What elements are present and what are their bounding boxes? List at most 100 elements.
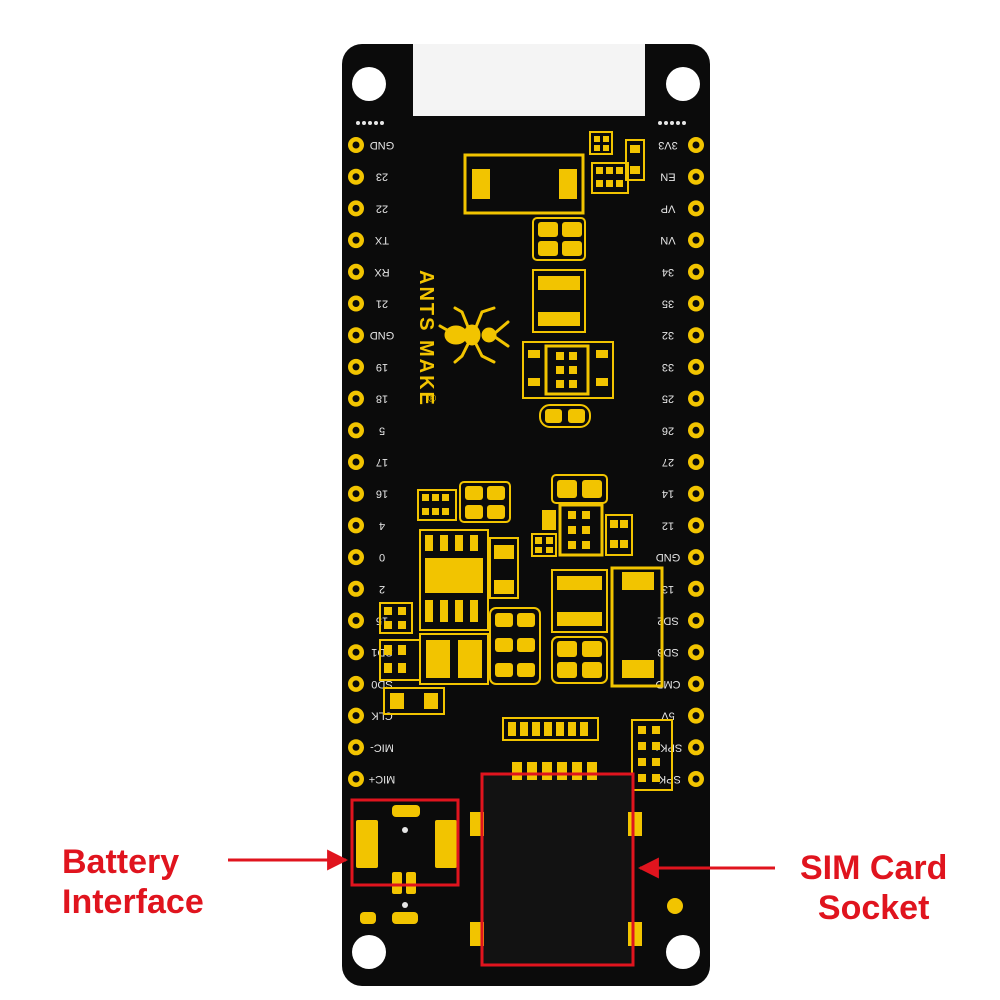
- right-pin-label-9: 26: [662, 424, 674, 436]
- left-pin-hole-13: [352, 553, 360, 561]
- right-pin-hole-13: [692, 553, 700, 561]
- right-pin-hole-6: [692, 331, 700, 339]
- resistor-array-left: [417, 481, 511, 523]
- right-pin-label-0: 3V3: [658, 139, 678, 151]
- right-pin-hole-10: [692, 458, 700, 466]
- left-pin-label-14: 2: [379, 583, 385, 595]
- left-pin-label-12: 4: [379, 519, 385, 531]
- right-pin-label-2: VP: [661, 202, 676, 214]
- right-pin-label-12: 12: [662, 519, 674, 531]
- left-pin-label-10: 17: [376, 456, 388, 468]
- left-pin-hole-0: [352, 141, 360, 149]
- voltage-regulator: [419, 529, 519, 685]
- ic-chip-upper: [522, 341, 614, 428]
- right-pin-label-5: 35: [662, 298, 674, 310]
- right-pin-label-19: SPK+: [654, 741, 682, 753]
- right-pin-hole-14: [692, 585, 700, 593]
- right-pin-label-18: 5V: [661, 710, 675, 722]
- mount-hole-top-right: [666, 67, 700, 101]
- capacitor-stack-upper: [532, 217, 586, 333]
- left-pin-hole-18: [352, 712, 360, 720]
- right-pin-label-13: GND: [656, 551, 681, 563]
- left-pin-hole-8: [352, 395, 360, 403]
- small-smd-cluster-left: [379, 602, 445, 715]
- ic-chip-middle: [531, 474, 633, 557]
- mounting-holes: [352, 67, 700, 969]
- left-pin-hole-11: [352, 490, 360, 498]
- right-pin-hole-2: [692, 204, 700, 212]
- battery-callout-line2: Interface: [62, 883, 204, 921]
- left-pin-label-1: 23: [376, 171, 388, 183]
- left-pin-hole-17: [352, 680, 360, 688]
- left-pin-label-7: 19: [376, 361, 388, 373]
- right-pin-hole-7: [692, 363, 700, 371]
- left-pin-label-0: GND: [370, 139, 395, 151]
- left-pin-hole-4: [352, 268, 360, 276]
- left-pin-hole-1: [352, 173, 360, 181]
- right-pin-label-6: 32: [662, 329, 674, 341]
- right-pin-label-17: CMD: [655, 678, 680, 690]
- left-pin-label-4: RX: [374, 266, 390, 278]
- right-pin-hole-16: [692, 648, 700, 656]
- brand-text: ANTS MAKE: [415, 270, 437, 407]
- battery-highlight-box: [350, 798, 460, 887]
- left-pin-hole-10: [352, 458, 360, 466]
- left-pin-hole-16: [352, 648, 360, 656]
- capacitor-stack-lower: [489, 566, 664, 688]
- left-pin-hole-3: [352, 236, 360, 244]
- mount-hole-top-left: [352, 67, 386, 101]
- left-pin-hole-7: [352, 363, 360, 371]
- left-pin-hole-12: [352, 521, 360, 529]
- sim-highlight-box: [480, 772, 635, 967]
- left-pin-hole-20: [352, 775, 360, 783]
- right-pin-hole-1: [692, 173, 700, 181]
- right-pin-hole-17: [692, 680, 700, 688]
- small-smd-cluster-top: [589, 131, 645, 194]
- right-pin-label-20: SPK-: [655, 773, 681, 785]
- battery-callout-label: Battery Interface: [62, 842, 204, 922]
- right-pin-label-1: EN: [660, 171, 675, 183]
- sim-callout-label: SIM Card Socket: [800, 848, 947, 928]
- right-pin-label-14: 13: [662, 583, 674, 595]
- silk-dots-top: [356, 121, 686, 125]
- left-pin-hole-15: [352, 617, 360, 624]
- left-pin-label-8: 18: [376, 393, 388, 405]
- left-pin-label-20: MIC+: [369, 773, 396, 785]
- right-pin-label-4: 34: [662, 266, 674, 278]
- right-pin-hole-12: [692, 521, 700, 529]
- right-pin-label-7: 33: [662, 361, 674, 373]
- right-pin-hole-4: [692, 268, 700, 276]
- left-pin-label-13: 0: [379, 551, 385, 563]
- pcb-board: [342, 44, 710, 986]
- right-pin-label-8: 25: [662, 393, 674, 405]
- mount-hole-bottom-right: [666, 935, 700, 969]
- right-pin-hole-20: [692, 775, 700, 783]
- left-pin-label-6: GND: [370, 329, 395, 341]
- right-pin-hole-5: [692, 300, 700, 307]
- registered-mark: ®: [428, 393, 436, 405]
- right-pin-hole-18: [692, 712, 700, 720]
- sim-callout-line2: Socket: [817, 889, 930, 927]
- left-pin-header: [348, 137, 364, 787]
- sim-callout-line1: SIM Card: [800, 849, 948, 887]
- right-pin-hole-8: [692, 395, 700, 403]
- left-pin-label-9: 5: [379, 424, 385, 436]
- left-pin-hole-2: [352, 204, 360, 212]
- left-pin-label-2: 22: [376, 202, 388, 214]
- right-pin-label-11: 14: [662, 488, 674, 500]
- left-pin-hole-19: [352, 743, 360, 751]
- right-pin-hole-11: [692, 490, 700, 498]
- right-pin-label-10: 27: [662, 456, 674, 468]
- left-pin-label-3: TX: [374, 234, 389, 246]
- right-pin-labels: 3V3ENVPVN343532332526271412GND13SD2SD3CM…: [654, 139, 682, 785]
- right-pin-hole-0: [692, 141, 700, 149]
- left-pin-label-11: 16: [376, 488, 388, 500]
- pin-connector-row: [502, 717, 673, 791]
- mount-hole-bottom-left: [352, 935, 386, 969]
- right-pin-header: [688, 137, 704, 787]
- left-pin-hole-14: [352, 585, 360, 593]
- left-pin-labels: GND2322TXRX21GND19185171640215SD1SD0CLKM…: [369, 139, 396, 785]
- ant-logo-icon: [438, 306, 510, 364]
- right-pin-hole-15: [692, 617, 700, 624]
